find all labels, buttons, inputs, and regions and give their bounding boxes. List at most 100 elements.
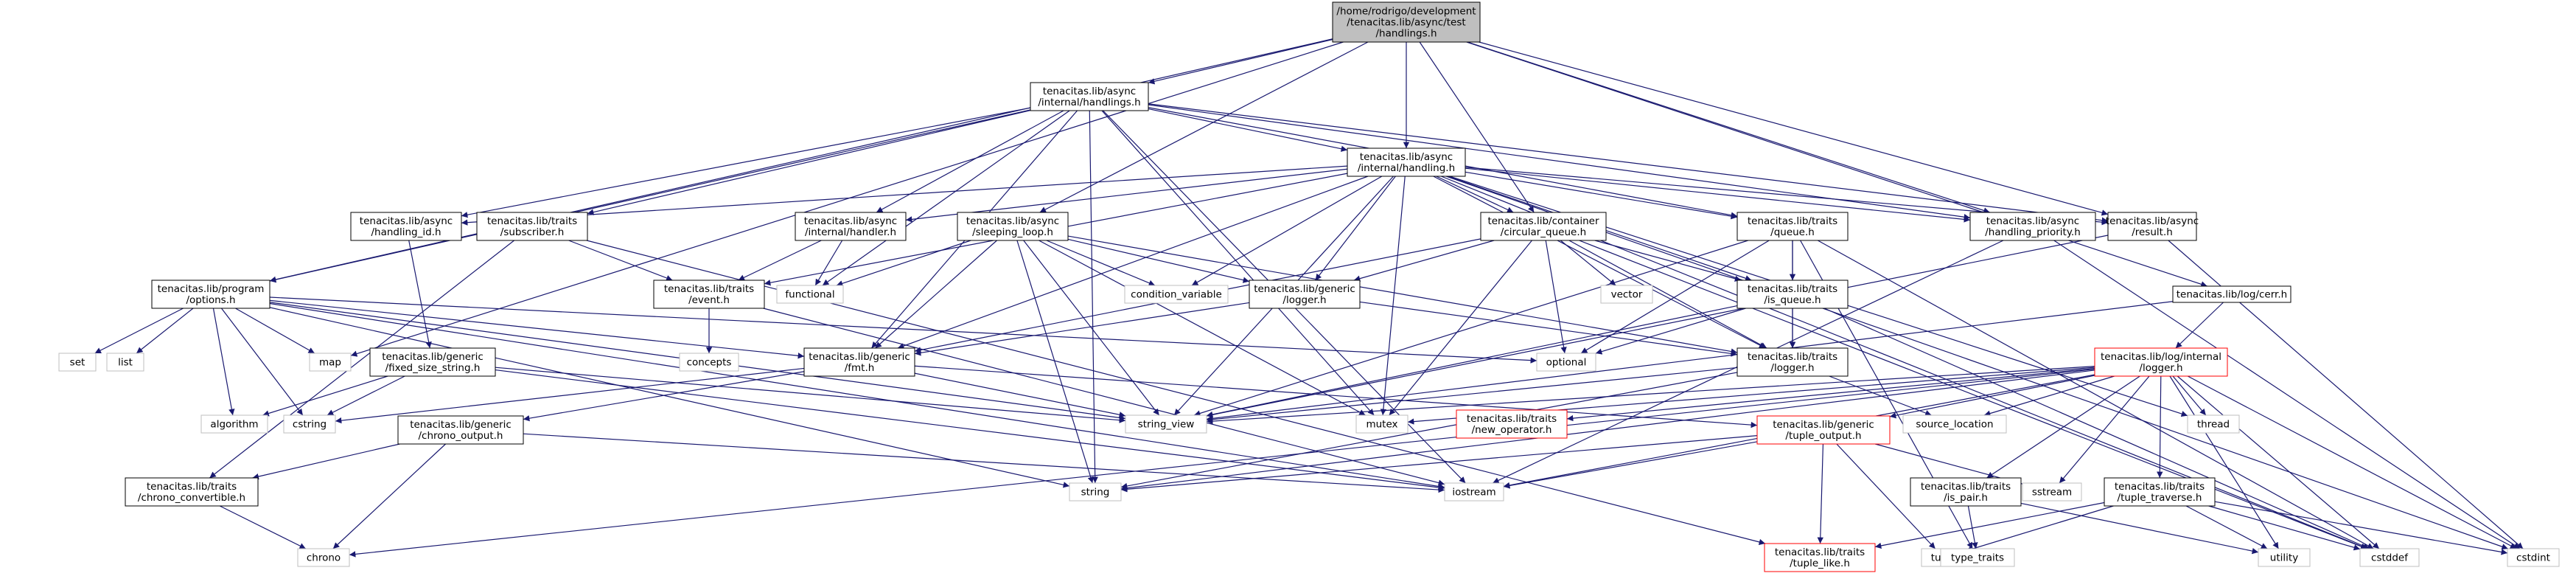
node-label: tenacitas.lib/program/options.h xyxy=(158,283,265,306)
node-label: source_location xyxy=(1916,419,1993,431)
node-sstream: sstream xyxy=(2022,482,2082,502)
node-queue[interactable]: tenacitas.lib/traits/queue.h xyxy=(1736,212,1849,241)
edge-event-to-iostream xyxy=(763,308,1445,486)
node-box xyxy=(1600,285,1653,304)
edge-root-to-options xyxy=(269,38,1333,283)
edge-fixed_size_string-to-iostream xyxy=(495,369,1445,491)
edge-options-to-set xyxy=(94,308,184,354)
node-fixed-size-string[interactable]: tenacitas.lib/generic/fixed_size_string.… xyxy=(369,347,496,377)
node-is-pair[interactable]: tenacitas.lib/traits/is_pair.h xyxy=(1910,477,2022,507)
node-log-internal-logger[interactable]: tenacitas.lib/log/internal/logger.h xyxy=(2094,347,2228,377)
edge-handlings_int-to-result xyxy=(1148,103,2109,223)
node-is-queue[interactable]: tenacitas.lib/traits/is_queue.h xyxy=(1736,280,1849,309)
node-label: chrono xyxy=(307,552,341,564)
node-event[interactable]: tenacitas.lib/traits/event.h xyxy=(653,280,765,309)
node-fmt[interactable]: tenacitas.lib/generic/fmt.h xyxy=(803,347,915,377)
edge-handlings_int-to-handling_int xyxy=(1148,108,1348,152)
node-box xyxy=(1125,414,1207,434)
edge-options-to-cstring xyxy=(220,308,304,416)
node-chrono-output[interactable]: tenacitas.lib/generic/chrono_output.h xyxy=(397,415,524,445)
edge-sleeping_loop-to-string_view xyxy=(1023,240,1160,416)
node-box xyxy=(125,477,259,507)
edge-log_internal_logger-to-source_location xyxy=(1983,375,2115,417)
node-box xyxy=(1355,414,1409,434)
node-utility: utility xyxy=(2258,548,2311,567)
edge-tuple_traverse-to-cstddef xyxy=(2208,505,2361,551)
node-tuple-output[interactable]: tenacitas.lib/generic/tuple_output.h xyxy=(1756,415,1891,445)
node-cstddef: cstddef xyxy=(2359,548,2420,567)
node-cerr[interactable]: tenacitas.lib/log/cerr.h xyxy=(2172,285,2291,303)
edge-tuple_output-to-iostream xyxy=(1503,441,1758,489)
node-handling-int[interactable]: tenacitas.lib/async/internal/handling.h xyxy=(1347,148,1466,177)
node-box xyxy=(1332,1,1481,43)
edge-fixed_size_string-to-string_view xyxy=(495,367,1126,423)
node-label: optional xyxy=(1546,357,1587,369)
node-box xyxy=(957,212,1069,241)
node-label: tenacitas.lib/async/internal/handling.h xyxy=(1358,151,1455,174)
node-list: list xyxy=(106,353,144,372)
node-label: tenacitas.lib/traits/is_queue.h xyxy=(1748,283,1837,306)
edge-handling_int-to-cstdint xyxy=(1446,176,2508,550)
edge-options-to-list xyxy=(136,308,194,354)
edge-fmt-to-tuple_output xyxy=(914,365,1758,428)
node-circular-queue[interactable]: tenacitas.lib/container/circular_queue.h xyxy=(1480,212,1607,241)
node-result[interactable]: tenacitas.lib/async/result.h xyxy=(2106,212,2199,241)
node-handlings-int[interactable]: tenacitas.lib/async/internal/handlings.h xyxy=(1030,82,1149,111)
edge-circular_queue-to-gen_logger xyxy=(1353,240,1495,282)
node-algorithm: algorithm xyxy=(200,414,268,434)
edge-root-to-handlings_int xyxy=(1148,38,1333,85)
node-root[interactable]: /home/rodrigo/development/tenacitas.lib/… xyxy=(1332,1,1481,43)
edge-handling_int-to-handling_priority xyxy=(1465,167,1971,223)
edge-options-to-optional xyxy=(269,296,1537,364)
edge-handling_int-to-queue xyxy=(1465,171,1738,220)
edge-log_internal_logger-to-utility xyxy=(2169,375,2279,549)
node-box xyxy=(795,212,907,241)
edge-handler-to-event xyxy=(738,240,822,281)
edge-handling_int-to-gen_logger xyxy=(1315,176,1396,281)
node-traits-logger[interactable]: tenacitas.lib/traits/logger.h xyxy=(1736,347,1849,377)
edge-options-to-string xyxy=(269,307,1070,488)
node-box xyxy=(2022,482,2082,502)
edge-log_internal_logger-to-chrono xyxy=(349,368,2095,558)
node-label: string xyxy=(1081,487,1110,499)
node-mutex: mutex xyxy=(1355,414,1409,434)
edge-fmt-to-chrono_output xyxy=(523,371,805,422)
node-new-operator[interactable]: tenacitas.lib/traits/new_operator.h xyxy=(1456,409,1568,439)
node-gen-logger[interactable]: tenacitas.lib/generic/logger.h xyxy=(1249,280,1361,309)
node-subscriber[interactable]: tenacitas.lib/traits/subscriber.h xyxy=(476,212,588,241)
node-handling-id[interactable]: tenacitas.lib/async/handling_id.h xyxy=(350,212,462,241)
node-box xyxy=(679,353,739,372)
edge-log_internal_logger-to-string xyxy=(1120,369,2095,491)
node-tuple-traverse[interactable]: tenacitas.lib/traits/tuple_traverse.h xyxy=(2104,477,2216,507)
edge-sleeping_loop-to-mutex xyxy=(1039,240,1366,416)
node-label: /home/rodrigo/development/tenacitas.lib/… xyxy=(1336,6,1476,40)
edge-root-to-circular_queue xyxy=(1419,41,1535,213)
node-box xyxy=(1444,482,1504,502)
edge-log_internal_logger-to-string_view xyxy=(1206,366,2095,425)
node-label: map xyxy=(319,357,341,369)
edge-options-to-map xyxy=(235,308,315,354)
node-box xyxy=(200,414,268,434)
node-options[interactable]: tenacitas.lib/program/options.h xyxy=(151,280,270,309)
edge-circular_queue-to-cstddef xyxy=(1579,240,2367,549)
node-box xyxy=(106,353,144,372)
edge-subscriber-to-event xyxy=(568,240,673,281)
node-label: tenacitas.lib/traits/tuple_like.h xyxy=(1775,546,1865,569)
node-sleeping-loop[interactable]: tenacitas.lib/async/sleeping_loop.h xyxy=(957,212,1069,241)
node-cstring: cstring xyxy=(283,414,336,434)
node-label: tenacitas.lib/traits/tuple_traverse.h xyxy=(2115,481,2205,504)
edge-handling_id-to-fixed_size_string xyxy=(408,240,432,349)
edge-handlings_int-to-functional xyxy=(822,110,1070,286)
node-tuple-like[interactable]: tenacitas.lib/traits/tuple_like.h xyxy=(1764,543,1876,572)
node-box xyxy=(2104,477,2216,507)
node-label: list xyxy=(118,357,133,369)
node-handling-priority[interactable]: tenacitas.lib/async/handling_priority.h xyxy=(1969,212,2096,241)
node-source-location: source_location xyxy=(1902,414,2007,434)
edge-tuple_output-to-tuple_like xyxy=(1817,443,1824,544)
node-handler[interactable]: tenacitas.lib/async/internal/handler.h xyxy=(795,212,907,241)
node-box xyxy=(1536,353,1596,372)
node-chrono-convertible[interactable]: tenacitas.lib/traits/chrono_convertible.… xyxy=(125,477,259,507)
edge-sleeping_loop-to-string xyxy=(1016,240,1094,484)
node-box xyxy=(1969,212,2096,241)
